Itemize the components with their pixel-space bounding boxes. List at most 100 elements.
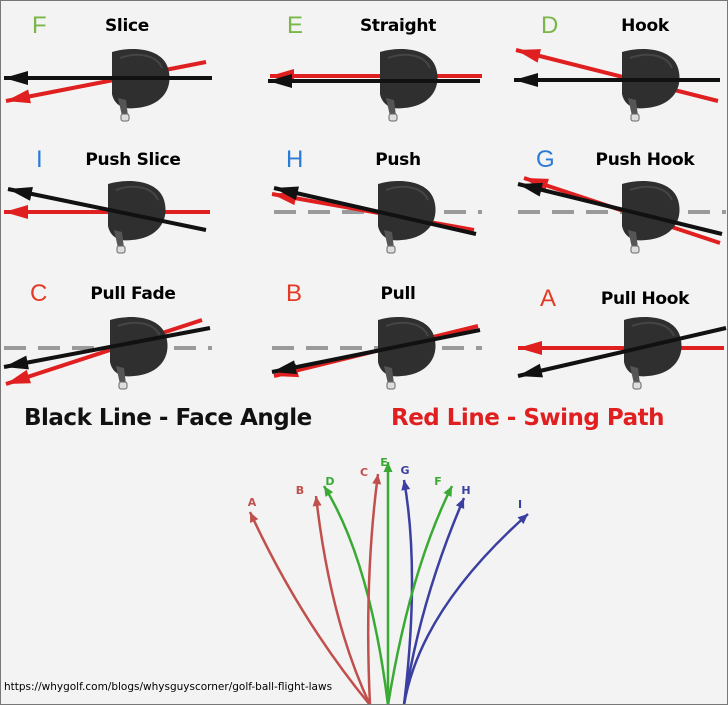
club-head [378, 317, 436, 390]
club-head-highlight [117, 321, 161, 337]
club-hosel [384, 230, 394, 248]
trajectory-curve [366, 473, 380, 705]
trajectory-label: H [461, 484, 470, 497]
face-angle-arrow-head [8, 187, 33, 201]
club-head [112, 49, 170, 122]
swing-path-arrow-head [6, 369, 31, 384]
panel-push [271, 181, 482, 254]
trajectory-f: F [386, 475, 454, 705]
club-hosel [628, 98, 638, 116]
club-head [624, 317, 682, 390]
club-hosel [384, 366, 394, 384]
face-angle-arrow-head [514, 73, 538, 87]
trajectory-label: G [400, 464, 409, 477]
trajectory-curve [314, 495, 372, 705]
trajectory-i: I [402, 498, 529, 705]
swing-path-arrow [515, 48, 719, 103]
club-hosel [628, 230, 638, 248]
trajectory-label: A [248, 496, 257, 509]
trajectory-curve [402, 513, 529, 705]
panel-title-pull-fade: Pull Fade [90, 284, 176, 304]
panel-pull-hook [517, 317, 727, 390]
trajectory-curve [248, 511, 371, 705]
panel-pull-fade [3, 317, 212, 390]
trajectory-g: G [400, 464, 414, 705]
club-head [380, 49, 438, 122]
trajectory-label: D [325, 475, 334, 488]
panel-title-hook: Hook [621, 16, 669, 36]
club-head-highlight [385, 185, 429, 201]
face-angle-arrow [3, 326, 211, 369]
club-ferrule [388, 113, 398, 122]
swing-path-arrow-head [6, 89, 31, 104]
panel-letter-f: F [32, 12, 47, 39]
club-head-highlight [119, 53, 163, 69]
trajectory-curve [402, 479, 414, 705]
trajectory-curve [402, 497, 466, 705]
face-angle-arrow-head [4, 355, 29, 370]
club-head [622, 181, 680, 254]
panel-title-pull: Pull [380, 284, 416, 304]
club-ferrule [386, 381, 396, 390]
panel-straight [268, 49, 482, 122]
face-angle-arrow [517, 326, 727, 378]
club-head-highlight [629, 53, 673, 69]
club-head [108, 181, 166, 254]
trajectory-label: I [518, 498, 522, 511]
panel-title-push: Push [375, 150, 421, 170]
trajectory-label: C [360, 466, 368, 479]
trajectory-h: H [402, 484, 471, 705]
club-hosel [630, 366, 640, 384]
panel-letter-d: D [541, 12, 559, 39]
panel-title-push-slice: Push Slice [85, 150, 181, 170]
club-hosel [114, 230, 124, 248]
panel-letter-e: E [287, 12, 304, 39]
trajectory-curve [322, 485, 390, 705]
trajectory-arrowhead [401, 480, 411, 491]
face-angle-arrow-head [518, 363, 543, 378]
panel-slice [4, 49, 212, 122]
face-angle-arrow-head [268, 74, 292, 88]
club-head-highlight [387, 53, 431, 69]
club-head-body [380, 49, 438, 109]
club-head-body [108, 181, 166, 241]
club-ferrule [386, 245, 396, 254]
club-ferrule [630, 245, 640, 254]
panel-title-straight: Straight [359, 16, 437, 36]
club-hosel [386, 98, 396, 116]
trajectory-curve [386, 485, 454, 705]
club-head [110, 317, 168, 390]
trajectory-d: D [322, 475, 390, 705]
swing-path-arrow [5, 318, 203, 386]
club-ferrule [116, 245, 126, 254]
trajectory-b: B [296, 484, 372, 705]
panel-title-slice: Slice [104, 16, 150, 36]
club-head-highlight [115, 185, 159, 201]
swing-path-arrow-head [4, 205, 28, 219]
club-ferrule [632, 381, 642, 390]
trajectory-arrowhead [517, 514, 528, 525]
face-angle-arrow-head [274, 186, 299, 201]
club-hosel [118, 98, 128, 116]
face-angle-arrow-head [272, 360, 297, 375]
legend-swing-path: Red Line - Swing Path [391, 405, 665, 431]
trajectory-label: B [296, 484, 304, 497]
club-head-body [378, 181, 436, 241]
club-ferrule [630, 113, 640, 122]
trajectory-c: C [360, 466, 382, 705]
trajectory-arrowhead [383, 462, 393, 472]
club-ferrule [120, 113, 130, 122]
trajectory-a: A [248, 496, 371, 705]
trajectory-arrowhead [312, 496, 322, 507]
swing-path-arrow [5, 60, 207, 103]
face-angle-arrow [7, 187, 207, 232]
panel-push-hook [517, 176, 726, 254]
club-ferrule [118, 381, 128, 390]
panel-push-slice [4, 181, 210, 254]
club-head-body [110, 317, 168, 377]
source-url[interactable]: https://whygolf.com/blogs/whysguyscorner… [4, 681, 333, 693]
trajectory-arrowhead [250, 512, 259, 523]
face-angle-arrow [273, 186, 477, 236]
